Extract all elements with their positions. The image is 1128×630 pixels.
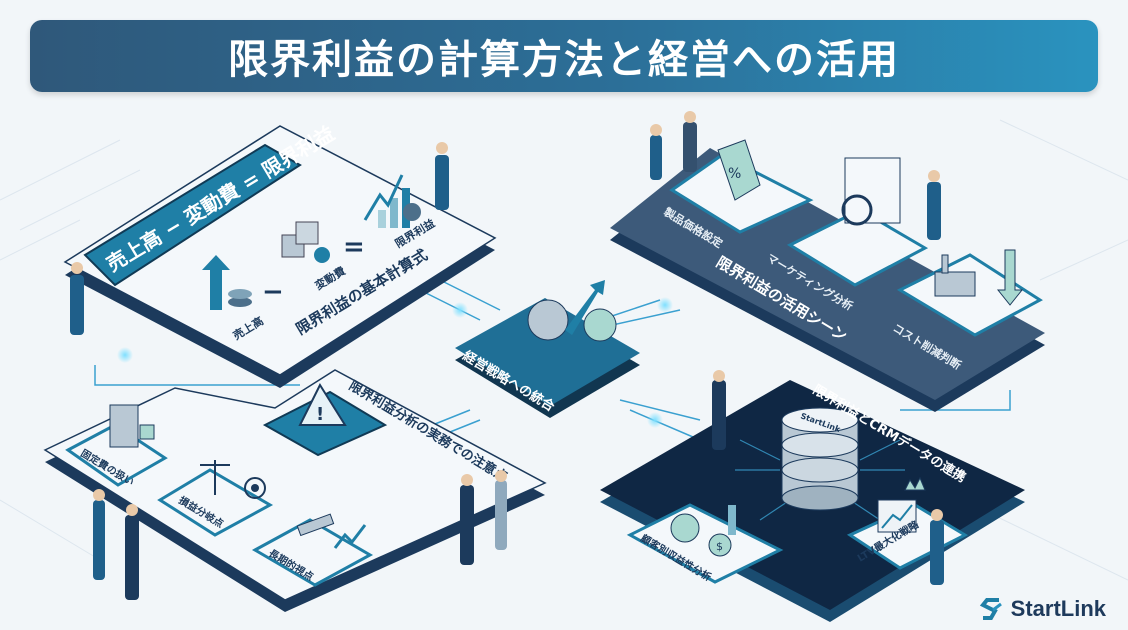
circuit-lines — [735, 439, 905, 521]
startlink-logo-icon — [979, 598, 1002, 620]
crm-panel: StartLink $ 顧客別収益性分析 LTV最大化戦略 限界利益とCRMデー… — [600, 380, 1025, 622]
boxes-gear-icon — [281, 221, 330, 263]
svg-text:%: % — [728, 166, 741, 182]
tile-marketing — [786, 208, 929, 287]
formula-banner — [83, 143, 302, 287]
sales-up-arrow-icon — [202, 255, 252, 310]
equals-sign: = — [343, 232, 365, 262]
building-lock-icon — [109, 404, 155, 448]
factory-icon — [934, 249, 1024, 306]
telescope-chart-icon — [296, 513, 367, 549]
formula-panel: 売上高 − 変動費 = 限界利益 − = 売上高 変動費 限界利益 限界利益の基… — [63, 121, 497, 388]
svg-text:!: ! — [316, 404, 324, 425]
glow-dot — [452, 302, 468, 318]
growth-chart-icon — [363, 174, 421, 228]
tile-customer-profit — [626, 503, 784, 584]
gear-brain-icon — [527, 280, 617, 342]
background-grid — [0, 119, 1128, 581]
page-title: 限界利益の計算方法と経営への活用 — [228, 37, 900, 83]
warning-icon: ! — [298, 382, 347, 426]
tile-long-term — [251, 518, 374, 587]
startlink-logo: StartLink — [979, 596, 1106, 622]
usage-panel: % 製品価格設定 マーケティング分析 コスト削減判断 限界利益の活用シーン — [610, 139, 1045, 412]
glow-dot — [657, 297, 673, 313]
glow-dot — [647, 412, 663, 428]
logo-text: StartLink — [1010, 596, 1106, 621]
glow-dot — [117, 347, 133, 363]
analysis-magnifier-icon — [841, 157, 901, 226]
title-banner: 限界利益の計算方法と経営への活用 — [30, 20, 1098, 92]
price-tag-icon: % — [717, 139, 761, 201]
people-figures — [70, 111, 944, 600]
tile-breakeven — [157, 468, 274, 537]
ltv-chart-crown-icon — [877, 476, 926, 533]
database-icon: StartLink — [781, 407, 859, 511]
minus-sign: − — [262, 277, 284, 307]
customer-money-icon: $ — [670, 505, 736, 557]
svg-text:$: $ — [716, 540, 723, 553]
scale-target-icon — [200, 460, 266, 499]
tile-fixed-cost — [65, 423, 168, 487]
